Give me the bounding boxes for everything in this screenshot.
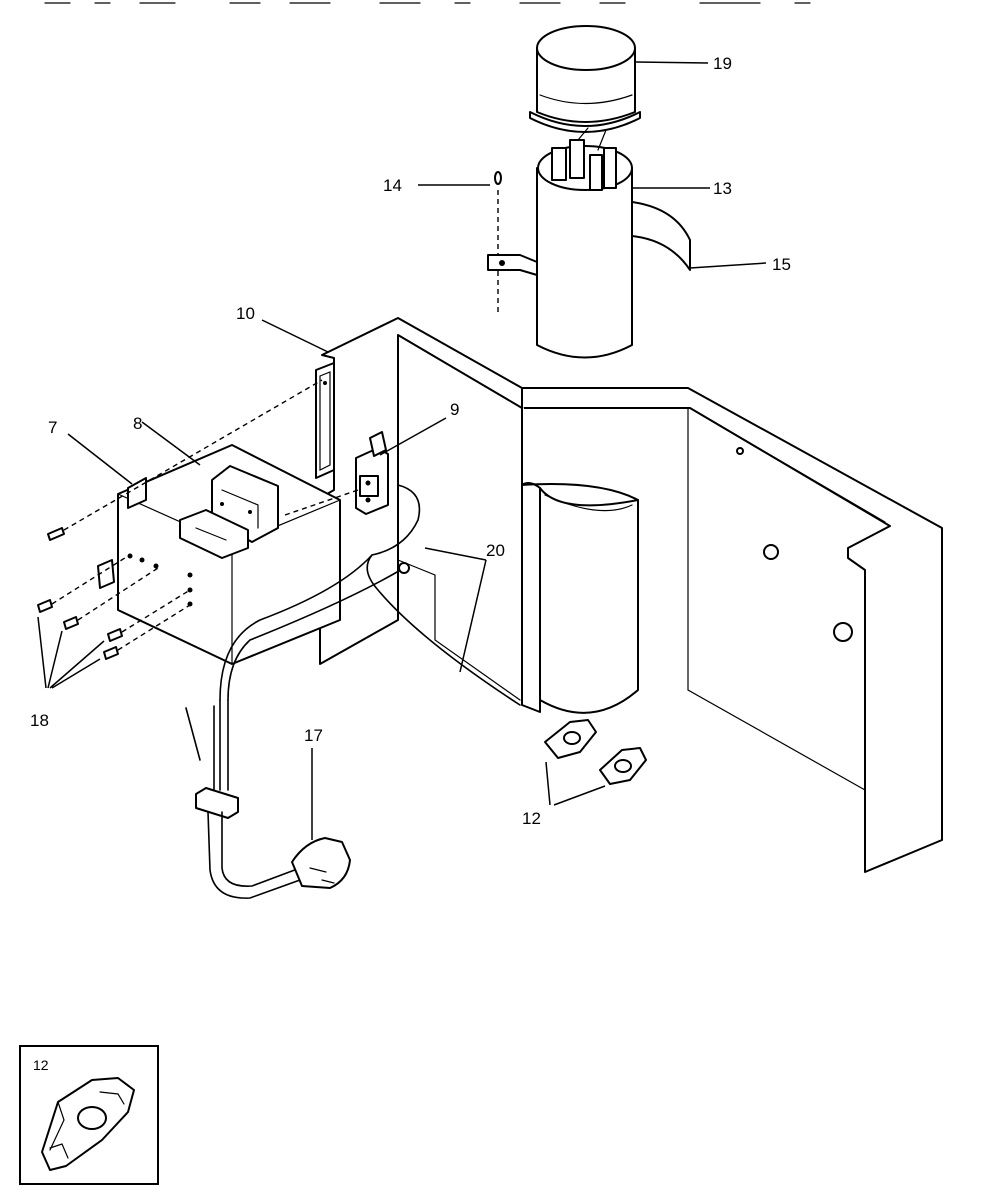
callout-labels: 19 13 15 14 10 9 8 7 20 17 18 12 (30, 54, 791, 828)
callout-19: 19 (713, 54, 732, 73)
mounting-screws (37, 379, 359, 660)
callout-17: 17 (304, 726, 323, 745)
callout-7: 7 (48, 418, 57, 437)
mounting-panel (519, 387, 943, 873)
callout-9: 9 (450, 400, 459, 419)
capacitor (536, 127, 633, 359)
switch (355, 431, 389, 515)
callout-12: 12 (522, 809, 541, 828)
callout-13: 13 (713, 179, 732, 198)
control-bracket (315, 317, 523, 701)
grommet-detail-inset: 12 (19, 1045, 159, 1185)
capacitor-cap (529, 25, 641, 133)
capacitor-strap (631, 201, 691, 271)
inset-label: 12 (33, 1057, 49, 1073)
capacitor-bracket (487, 171, 538, 312)
relay (179, 465, 279, 559)
leader-lines (37, 61, 767, 840)
callout-10: 10 (236, 304, 255, 323)
callout-15: 15 (772, 255, 791, 274)
callout-14: 14 (383, 176, 402, 195)
callout-8: 8 (133, 414, 142, 433)
curved-shroud (521, 482, 639, 714)
callout-20: 20 (486, 541, 505, 560)
callout-18: 18 (30, 711, 49, 730)
grommet-pair (544, 719, 647, 785)
wiring-harness (219, 484, 521, 706)
power-cord (185, 699, 351, 899)
